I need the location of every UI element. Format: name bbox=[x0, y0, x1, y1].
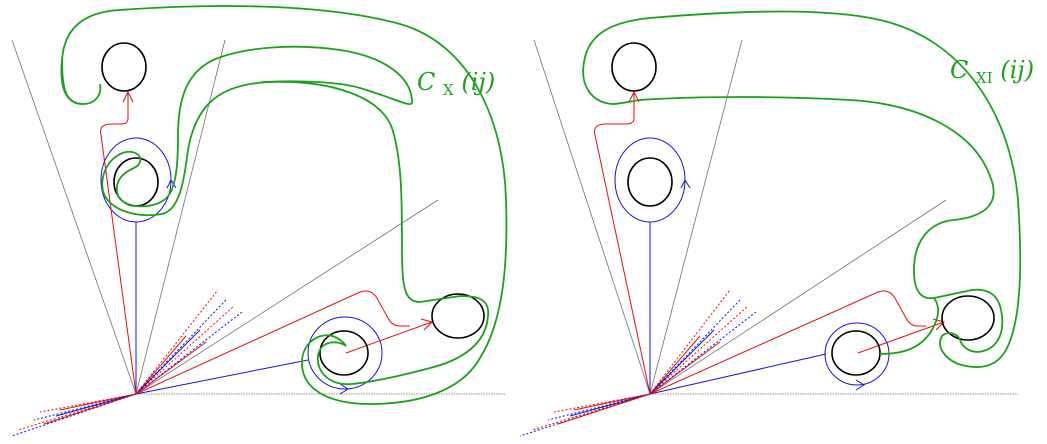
right-label-args: (ij) bbox=[1000, 56, 1034, 84]
left-solid-blue-3 bbox=[55, 393, 137, 417]
left-dotted-fan bbox=[11, 289, 243, 437]
left-red-path-lower bbox=[135, 290, 410, 395]
left-red-arrow-upper bbox=[122, 90, 134, 103]
right-green-contour bbox=[582, 10, 1022, 368]
right-solid-red-1 bbox=[649, 335, 701, 395]
right-panel: C XI (ij) bbox=[519, 10, 1034, 437]
right-circle-lower bbox=[831, 330, 881, 376]
right-label-main: C bbox=[950, 56, 968, 84]
right-circle-middle bbox=[627, 157, 673, 207]
right-ray-1 bbox=[533, 39, 651, 395]
left-solid-red-4 bbox=[43, 393, 137, 425]
left-red-path-upper bbox=[100, 92, 137, 395]
left-solid-red-3 bbox=[59, 393, 137, 411]
left-green-contour bbox=[60, 5, 508, 405]
left-green-contour-hook bbox=[61, 59, 102, 105]
left-circle-lower bbox=[319, 330, 369, 376]
right-circle-top bbox=[611, 42, 657, 92]
right-gray-rays bbox=[533, 39, 1018, 395]
right-dotted-fan bbox=[519, 289, 757, 437]
left-solid-blue-1 bbox=[135, 329, 201, 395]
right-solid-red-4 bbox=[557, 393, 651, 425]
right-contour-label: C XI (ij) bbox=[950, 56, 1034, 89]
left-blue-loop-lower bbox=[307, 316, 383, 390]
left-ray-2 bbox=[135, 39, 226, 395]
left-circle-right bbox=[431, 293, 485, 339]
right-blue-to-lower bbox=[649, 353, 827, 395]
left-ray-1 bbox=[11, 39, 137, 395]
left-circle-top bbox=[101, 42, 147, 92]
right-label-sub: XI bbox=[976, 69, 993, 87]
left-blue-paths bbox=[100, 137, 383, 395]
left-solid-red-1 bbox=[135, 335, 187, 395]
right-solid-fan bbox=[557, 329, 721, 425]
left-ray-3 bbox=[135, 199, 439, 395]
left-red-paths bbox=[100, 90, 433, 395]
left-red-path-lower-2 bbox=[345, 321, 433, 354]
right-ray-3 bbox=[649, 199, 947, 395]
right-red-arrow-upper bbox=[628, 90, 640, 103]
left-contour-label: C X (ij) bbox=[417, 68, 495, 101]
right-green-lower-branch bbox=[879, 297, 940, 355]
left-label-sub: X bbox=[443, 81, 454, 99]
left-fan-red-2 bbox=[135, 305, 235, 395]
left-label-args: (ij) bbox=[461, 68, 495, 96]
left-label-main: C bbox=[417, 68, 435, 96]
left-blue-loop-arrow-lower bbox=[339, 383, 349, 395]
left-blue-loop-arrow-upper bbox=[166, 178, 177, 189]
right-solid-red-3 bbox=[573, 393, 651, 411]
right-fan-red-2 bbox=[649, 305, 749, 395]
right-blue-loop-arrow-lower bbox=[855, 379, 865, 391]
right-red-path-lower bbox=[649, 290, 926, 395]
right-solid-blue-3 bbox=[569, 393, 651, 417]
left-solid-fan bbox=[43, 329, 207, 425]
right-circle-right bbox=[941, 295, 995, 341]
right-ray-2 bbox=[649, 39, 743, 395]
left-circles bbox=[101, 42, 485, 376]
right-circles bbox=[611, 42, 995, 376]
left-gray-rays bbox=[11, 39, 505, 395]
right-blue-loop-upper bbox=[614, 137, 686, 223]
left-solid-red-2 bbox=[135, 341, 207, 395]
right-blue-paths bbox=[614, 137, 890, 395]
right-red-path-upper bbox=[594, 92, 651, 395]
left-red-arrow-lower bbox=[420, 318, 433, 331]
right-red-paths bbox=[594, 90, 945, 395]
right-solid-red-2 bbox=[649, 341, 721, 395]
right-solid-blue-1 bbox=[649, 329, 715, 395]
left-blue-to-lower bbox=[135, 359, 309, 395]
right-blue-loop-arrow-upper bbox=[680, 178, 691, 189]
left-panel: C X (ij) bbox=[11, 5, 508, 437]
right-fan-red-1 bbox=[649, 289, 731, 395]
right-red-path-lower-2 bbox=[857, 321, 945, 354]
